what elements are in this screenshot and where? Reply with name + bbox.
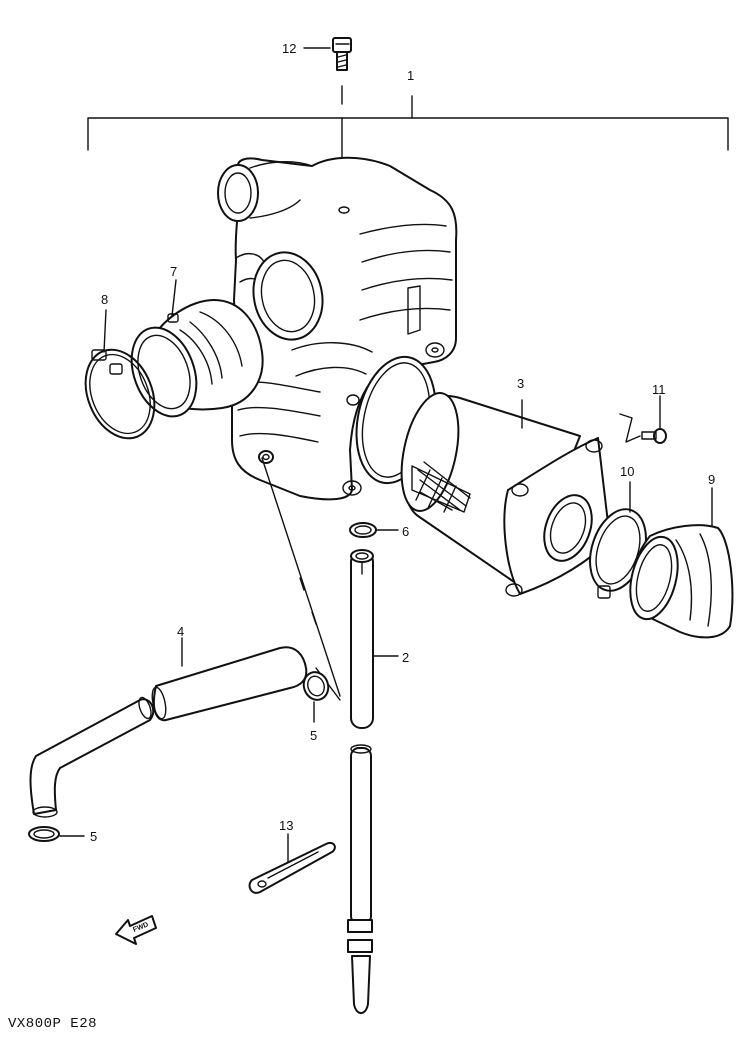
- callout-1: 1: [407, 68, 414, 83]
- bracket-13: [248, 833, 336, 894]
- callout-6: 6: [402, 524, 409, 539]
- callout-2: 2: [402, 650, 409, 665]
- clip-5-upper: [302, 671, 330, 723]
- callout-5-lower: 5: [90, 829, 97, 844]
- intake-tube-7: [130, 279, 264, 418]
- callout-13: 13: [279, 818, 293, 833]
- callout-7: 7: [170, 264, 177, 279]
- filter-mesh: [415, 461, 471, 513]
- callout-10: 10: [620, 464, 634, 479]
- callout-11: 11: [652, 382, 666, 397]
- callout-12: 12: [282, 41, 296, 56]
- clip-5-lower: [28, 826, 85, 842]
- air-filter-element-3: [400, 392, 611, 597]
- callout-3: 3: [517, 376, 524, 391]
- clamp-8: [84, 309, 156, 440]
- breather-hose-4: [29, 637, 308, 818]
- outlet-duct-9: [629, 487, 734, 639]
- diagram-code: VX800P E28: [8, 1016, 98, 1032]
- callout-9: 9: [708, 472, 715, 487]
- callout-8: 8: [101, 292, 108, 307]
- callout-labels: 1 12 7 8 3 11 10 9 6 2 4 5 5 13: [90, 41, 715, 844]
- callout-4: 4: [177, 624, 184, 639]
- bolt-12: [303, 37, 352, 71]
- drain-hose-2: [347, 549, 399, 1014]
- ring-6: [349, 522, 399, 538]
- screw-11: [619, 395, 667, 444]
- callout-5-upper: 5: [310, 728, 317, 743]
- fwd-arrow: FWD: [115, 915, 157, 945]
